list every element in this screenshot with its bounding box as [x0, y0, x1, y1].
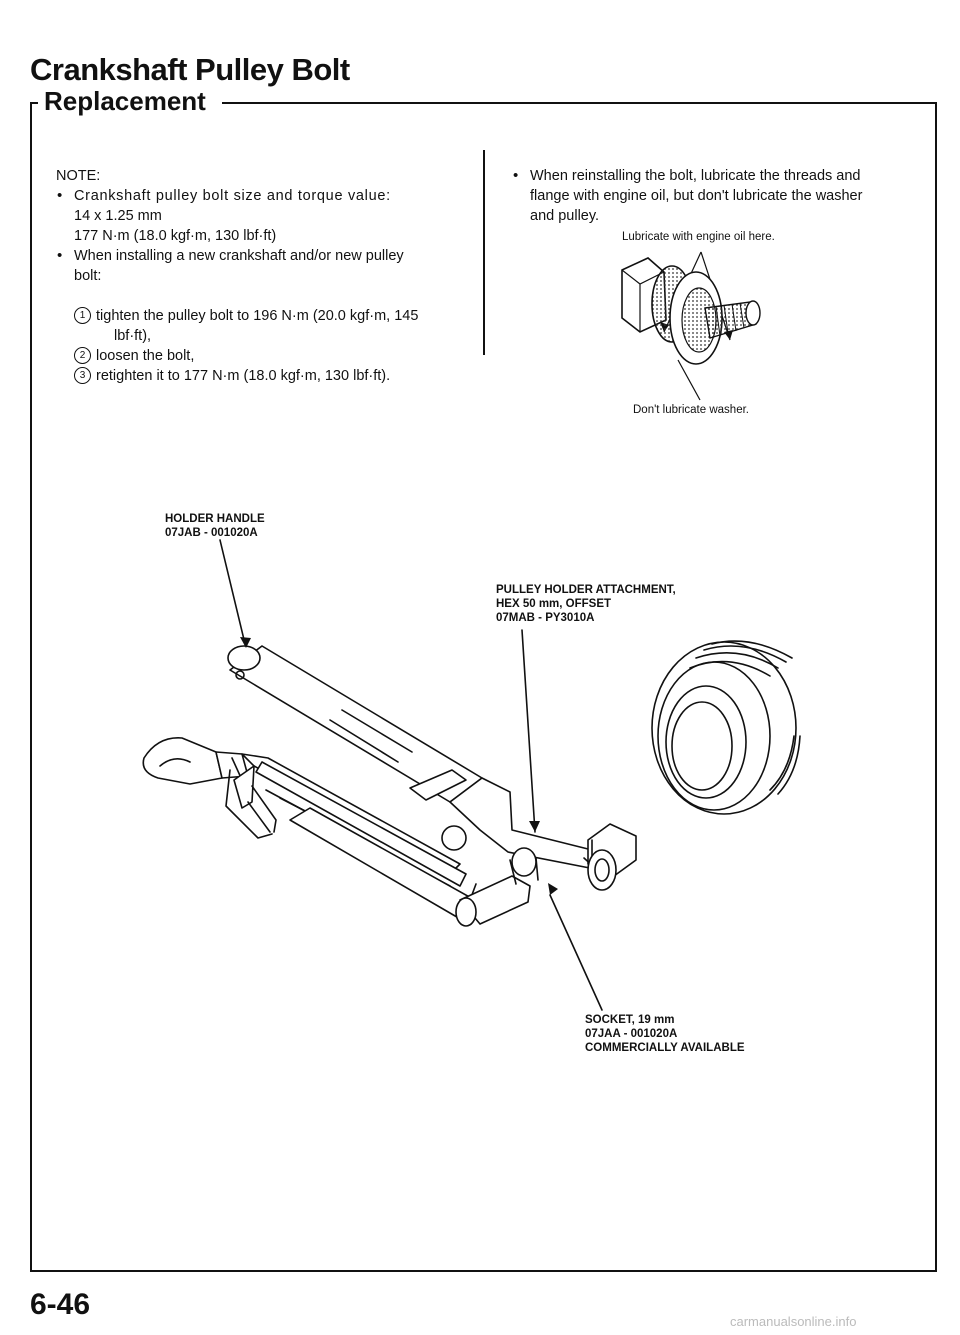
page-number: 6-46: [30, 1288, 91, 1321]
frame-top-right-rule: [222, 102, 935, 104]
note-bullet-size: Crankshaft pulley bolt size and torque v…: [56, 186, 456, 206]
section-title: Replacement: [44, 86, 206, 116]
watermark: carmanualsonline.info: [730, 1314, 857, 1329]
page-title: Crankshaft Pulley Bolt: [30, 52, 350, 87]
tool-illustration: [142, 539, 801, 1011]
bolt-illustration: [621, 251, 761, 401]
step-2-number: 2: [74, 347, 91, 364]
holder-handle-part: 07JAB - 001020A: [165, 527, 258, 539]
step-2: 2 loosen the bolt,: [74, 346, 456, 366]
reinstall-bullet: When reinstalling the bolt, lubricate th…: [512, 166, 930, 186]
reinstall-line-1: When reinstalling the bolt, lubricate th…: [530, 168, 861, 184]
step-2-text: loosen the bolt,: [96, 348, 195, 364]
holder-handle-name: HOLDER HANDLE: [165, 513, 265, 525]
reinstall-line-2: flange with engine oil, but don't lubric…: [530, 188, 863, 204]
step-3: 3 retighten it to 177 N·m (18.0 kgf·m, 1…: [74, 366, 456, 386]
socket-name: SOCKET, 19 mm: [585, 1014, 675, 1026]
pulley-holder-part: 07MAB - PY3010A: [496, 612, 595, 624]
lubricate-label: Lubricate with engine oil here.: [622, 231, 775, 243]
washer-label: Don't lubricate washer.: [633, 404, 749, 416]
socket-label: SOCKET, 19 mm 07JAA - 001020A COMMERCIAL…: [585, 1013, 745, 1055]
column-divider: [483, 150, 485, 355]
step-1-number: 1: [74, 307, 91, 324]
note-bullet-new-cont: bolt:: [74, 268, 102, 284]
note-bullet-new-text: When installing a new crankshaft and/or …: [74, 248, 404, 264]
pulley-holder-size: HEX 50 mm, OFFSET: [496, 598, 612, 610]
step-3-number: 3: [74, 367, 91, 384]
step-3-text: retighten it to 177 N·m (18.0 kgf·m, 130…: [96, 368, 391, 384]
step-1-text: tighten the pulley bolt to 196 N·m (20.0…: [96, 308, 419, 324]
note-bullet-new: When installing a new crankshaft and/or …: [56, 246, 456, 266]
pulley-holder-label: PULLEY HOLDER ATTACHMENT, HEX 50 mm, OFF…: [496, 583, 676, 625]
section-frame: [30, 102, 937, 1272]
frame-top-left-rule: [30, 102, 38, 104]
pulley-holder-name: PULLEY HOLDER ATTACHMENT,: [496, 584, 676, 596]
socket-availability: COMMERCIALLY AVAILABLE: [585, 1042, 745, 1054]
step-1-cont: lbf·ft),: [114, 328, 152, 344]
note-bullet-size-text: Crankshaft pulley bolt size and torque v…: [74, 188, 391, 204]
step-1: 1 tighten the pulley bolt to 196 N·m (20…: [74, 306, 456, 326]
bolt-torque: 177 N·m (18.0 kgf·m, 130 lbf·ft): [74, 228, 277, 244]
holder-handle-label: HOLDER HANDLE 07JAB - 001020A: [165, 512, 265, 540]
socket-part: 07JAA - 001020A: [585, 1028, 678, 1040]
bolt-size: 14 x 1.25 mm: [74, 208, 162, 224]
note-heading: NOTE:: [56, 168, 101, 184]
note-block: NOTE: Crankshaft pulley bolt size and to…: [56, 166, 456, 386]
reinstall-line-3: and pulley.: [530, 208, 600, 224]
reinstall-note: When reinstalling the bolt, lubricate th…: [512, 166, 930, 226]
steps-list: 1 tighten the pulley bolt to 196 N·m (20…: [56, 306, 456, 386]
